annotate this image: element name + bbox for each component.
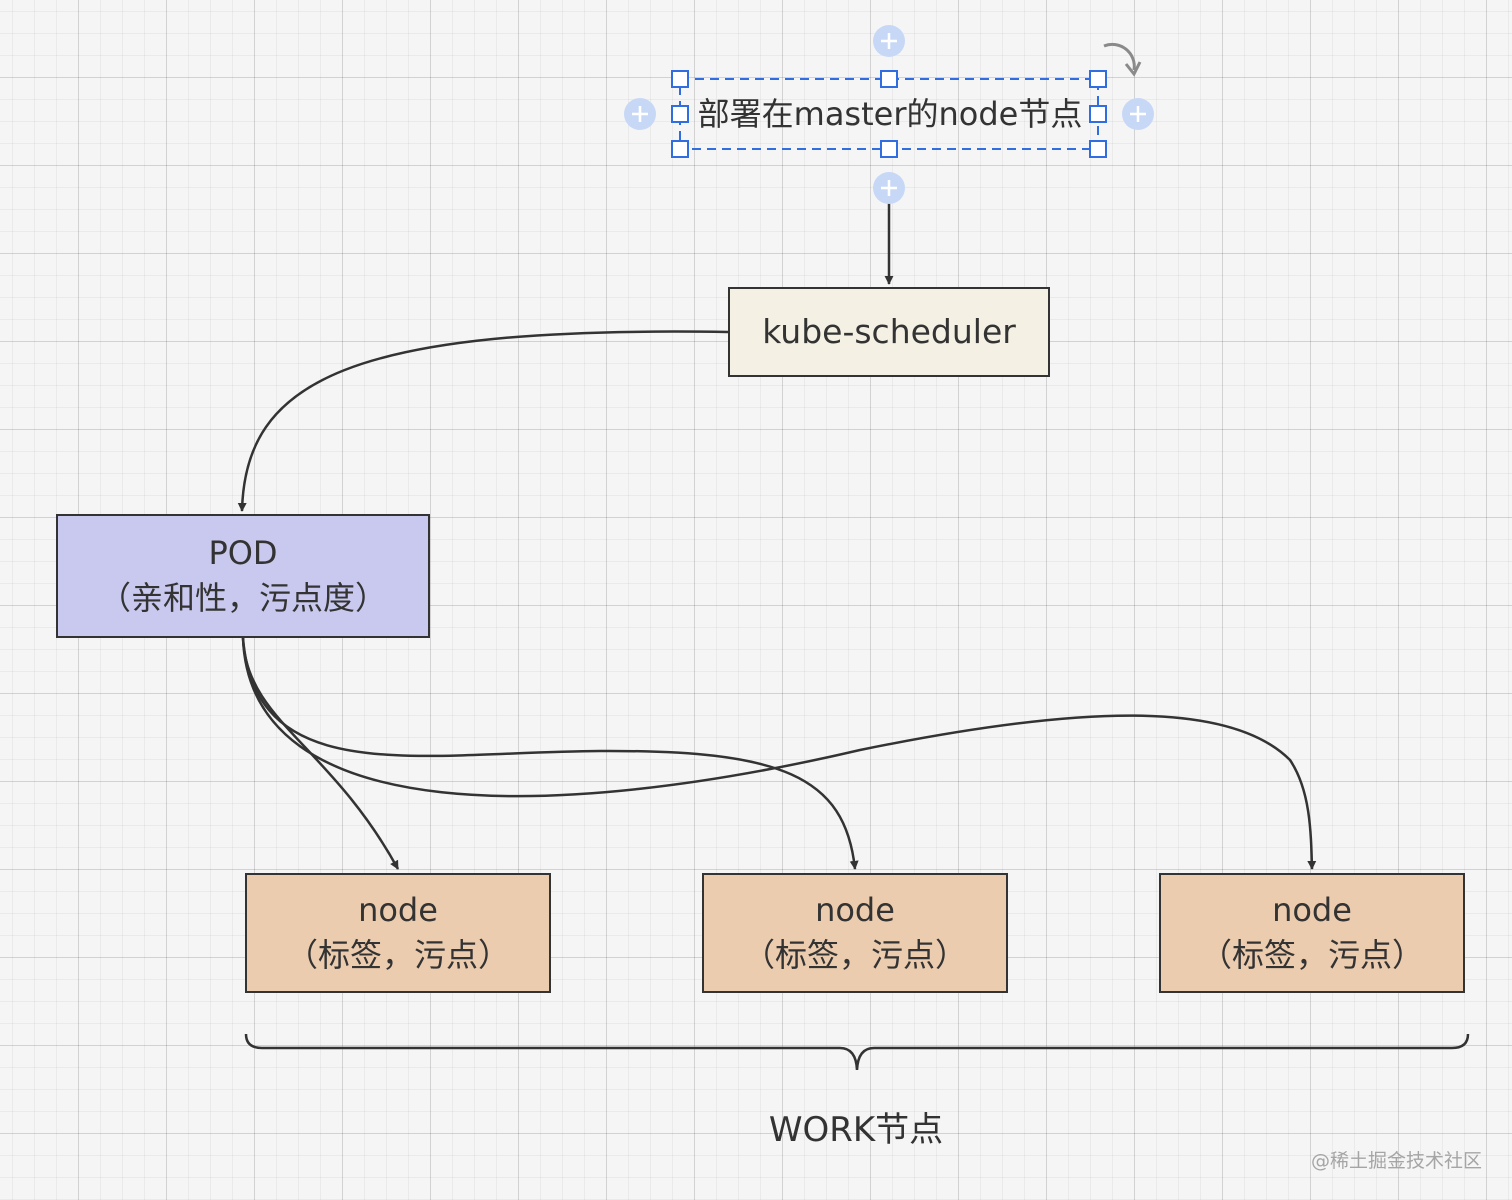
- node-title: node: [815, 891, 895, 930]
- master-node-label[interactable]: 部署在master的node节点: [697, 95, 1083, 133]
- node-title: node: [358, 891, 438, 930]
- node-box-1[interactable]: node （标签，污点）: [245, 873, 551, 993]
- node-subtitle: （标签，污点）: [742, 936, 967, 974]
- work-group-brace: [244, 1033, 1470, 1071]
- edge-scheduler-to-pod[interactable]: [237, 330, 729, 512]
- node-title: node: [1272, 891, 1352, 930]
- kube-scheduler-box[interactable]: kube-scheduler: [728, 287, 1050, 377]
- pod-box[interactable]: POD （亲和性，污点度）: [56, 514, 430, 638]
- kube-scheduler-label: kube-scheduler: [762, 311, 1016, 351]
- work-nodes-label[interactable]: WORK节点: [768, 1110, 944, 1150]
- node-box-2[interactable]: node （标签，污点）: [702, 873, 1008, 993]
- node-subtitle: （标签，污点）: [1199, 936, 1424, 974]
- pod-subtitle: （亲和性，污点度）: [98, 579, 387, 617]
- edge-pod-to-node-2[interactable]: [241, 637, 859, 870]
- node-box-3[interactable]: node （标签，污点）: [1159, 873, 1465, 993]
- watermark: @稀土掘金技术社区: [1310, 1150, 1482, 1172]
- pod-title: POD: [208, 534, 278, 573]
- edge-pod-to-node-3[interactable]: [241, 637, 1317, 870]
- node-subtitle: （标签，污点）: [285, 936, 510, 974]
